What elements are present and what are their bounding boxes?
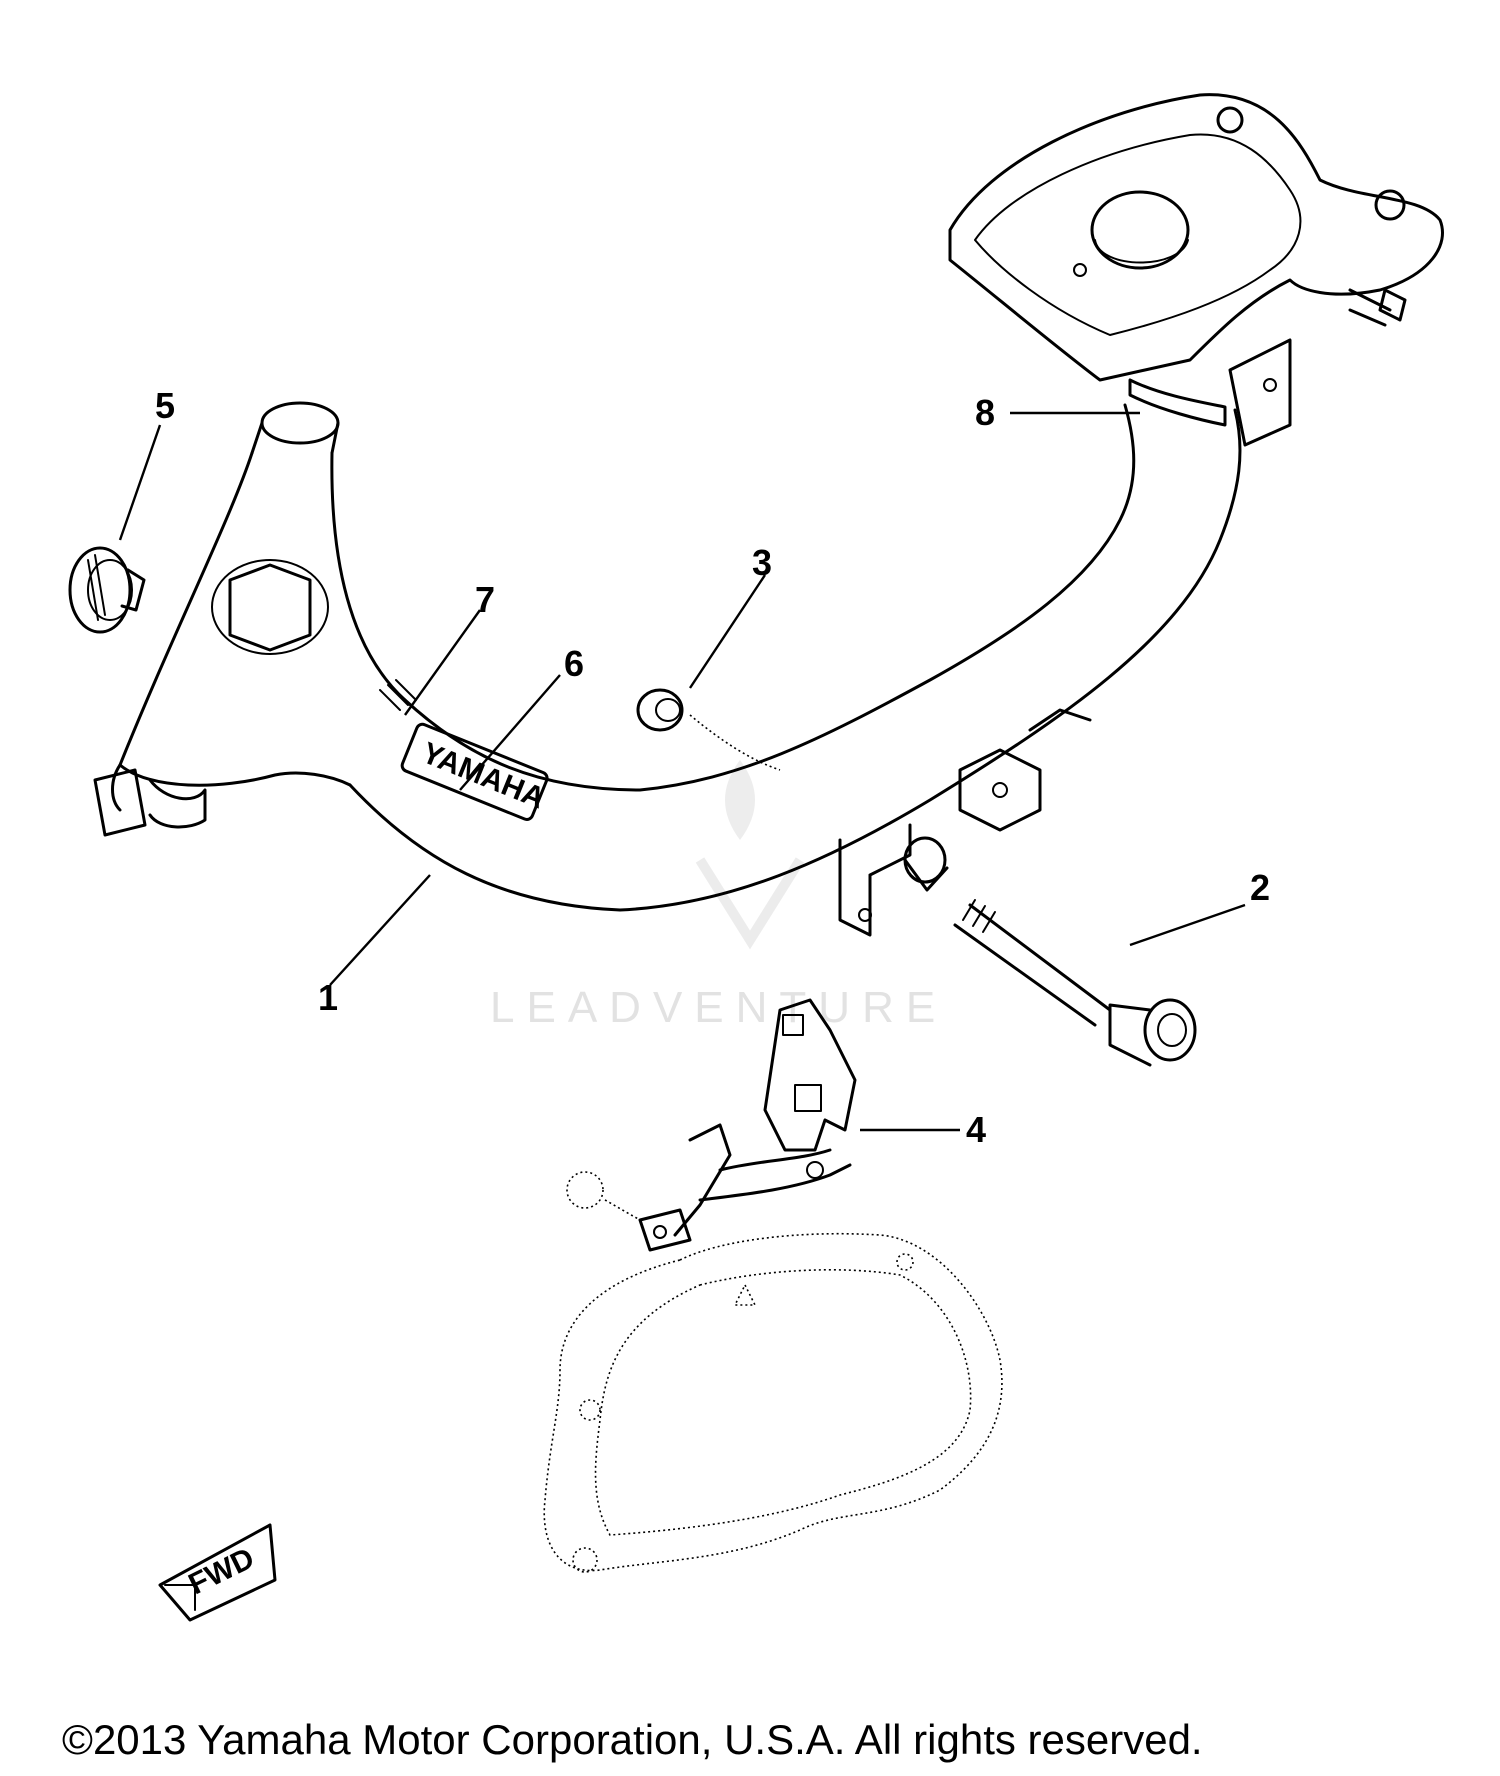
callout-2: 2 — [1250, 867, 1270, 908]
callout-5: 5 — [155, 385, 175, 426]
callout-6: 6 — [564, 643, 584, 684]
part-4-engine-bracket — [566, 998, 857, 1252]
fwd-arrow-icon: FWD — [158, 1523, 277, 1622]
part-3-damper — [636, 688, 781, 771]
main-frame: YAMAHA — [93, 93, 1444, 937]
copyright-notice: ©2013 Yamaha Motor Corporation, U.S.A. A… — [62, 1716, 1203, 1763]
watermark-text: LEADVENTURE — [490, 983, 947, 1032]
leader-lines — [118, 411, 1246, 1132]
callout-4: 4 — [966, 1109, 986, 1150]
part-5-bushing — [68, 546, 146, 634]
callout-1: 1 — [318, 977, 338, 1018]
callout-7: 7 — [475, 579, 495, 620]
part-2-bolt — [903, 836, 1197, 1067]
callouts: 1 2 3 4 5 6 7 8 — [155, 385, 1270, 1150]
engine-case-outline — [543, 1232, 1003, 1573]
part-8-band — [1128, 378, 1227, 427]
leadventure-watermark: LEADVENTURE — [490, 760, 947, 1032]
callout-8: 8 — [975, 392, 995, 433]
callout-3: 3 — [752, 542, 772, 583]
